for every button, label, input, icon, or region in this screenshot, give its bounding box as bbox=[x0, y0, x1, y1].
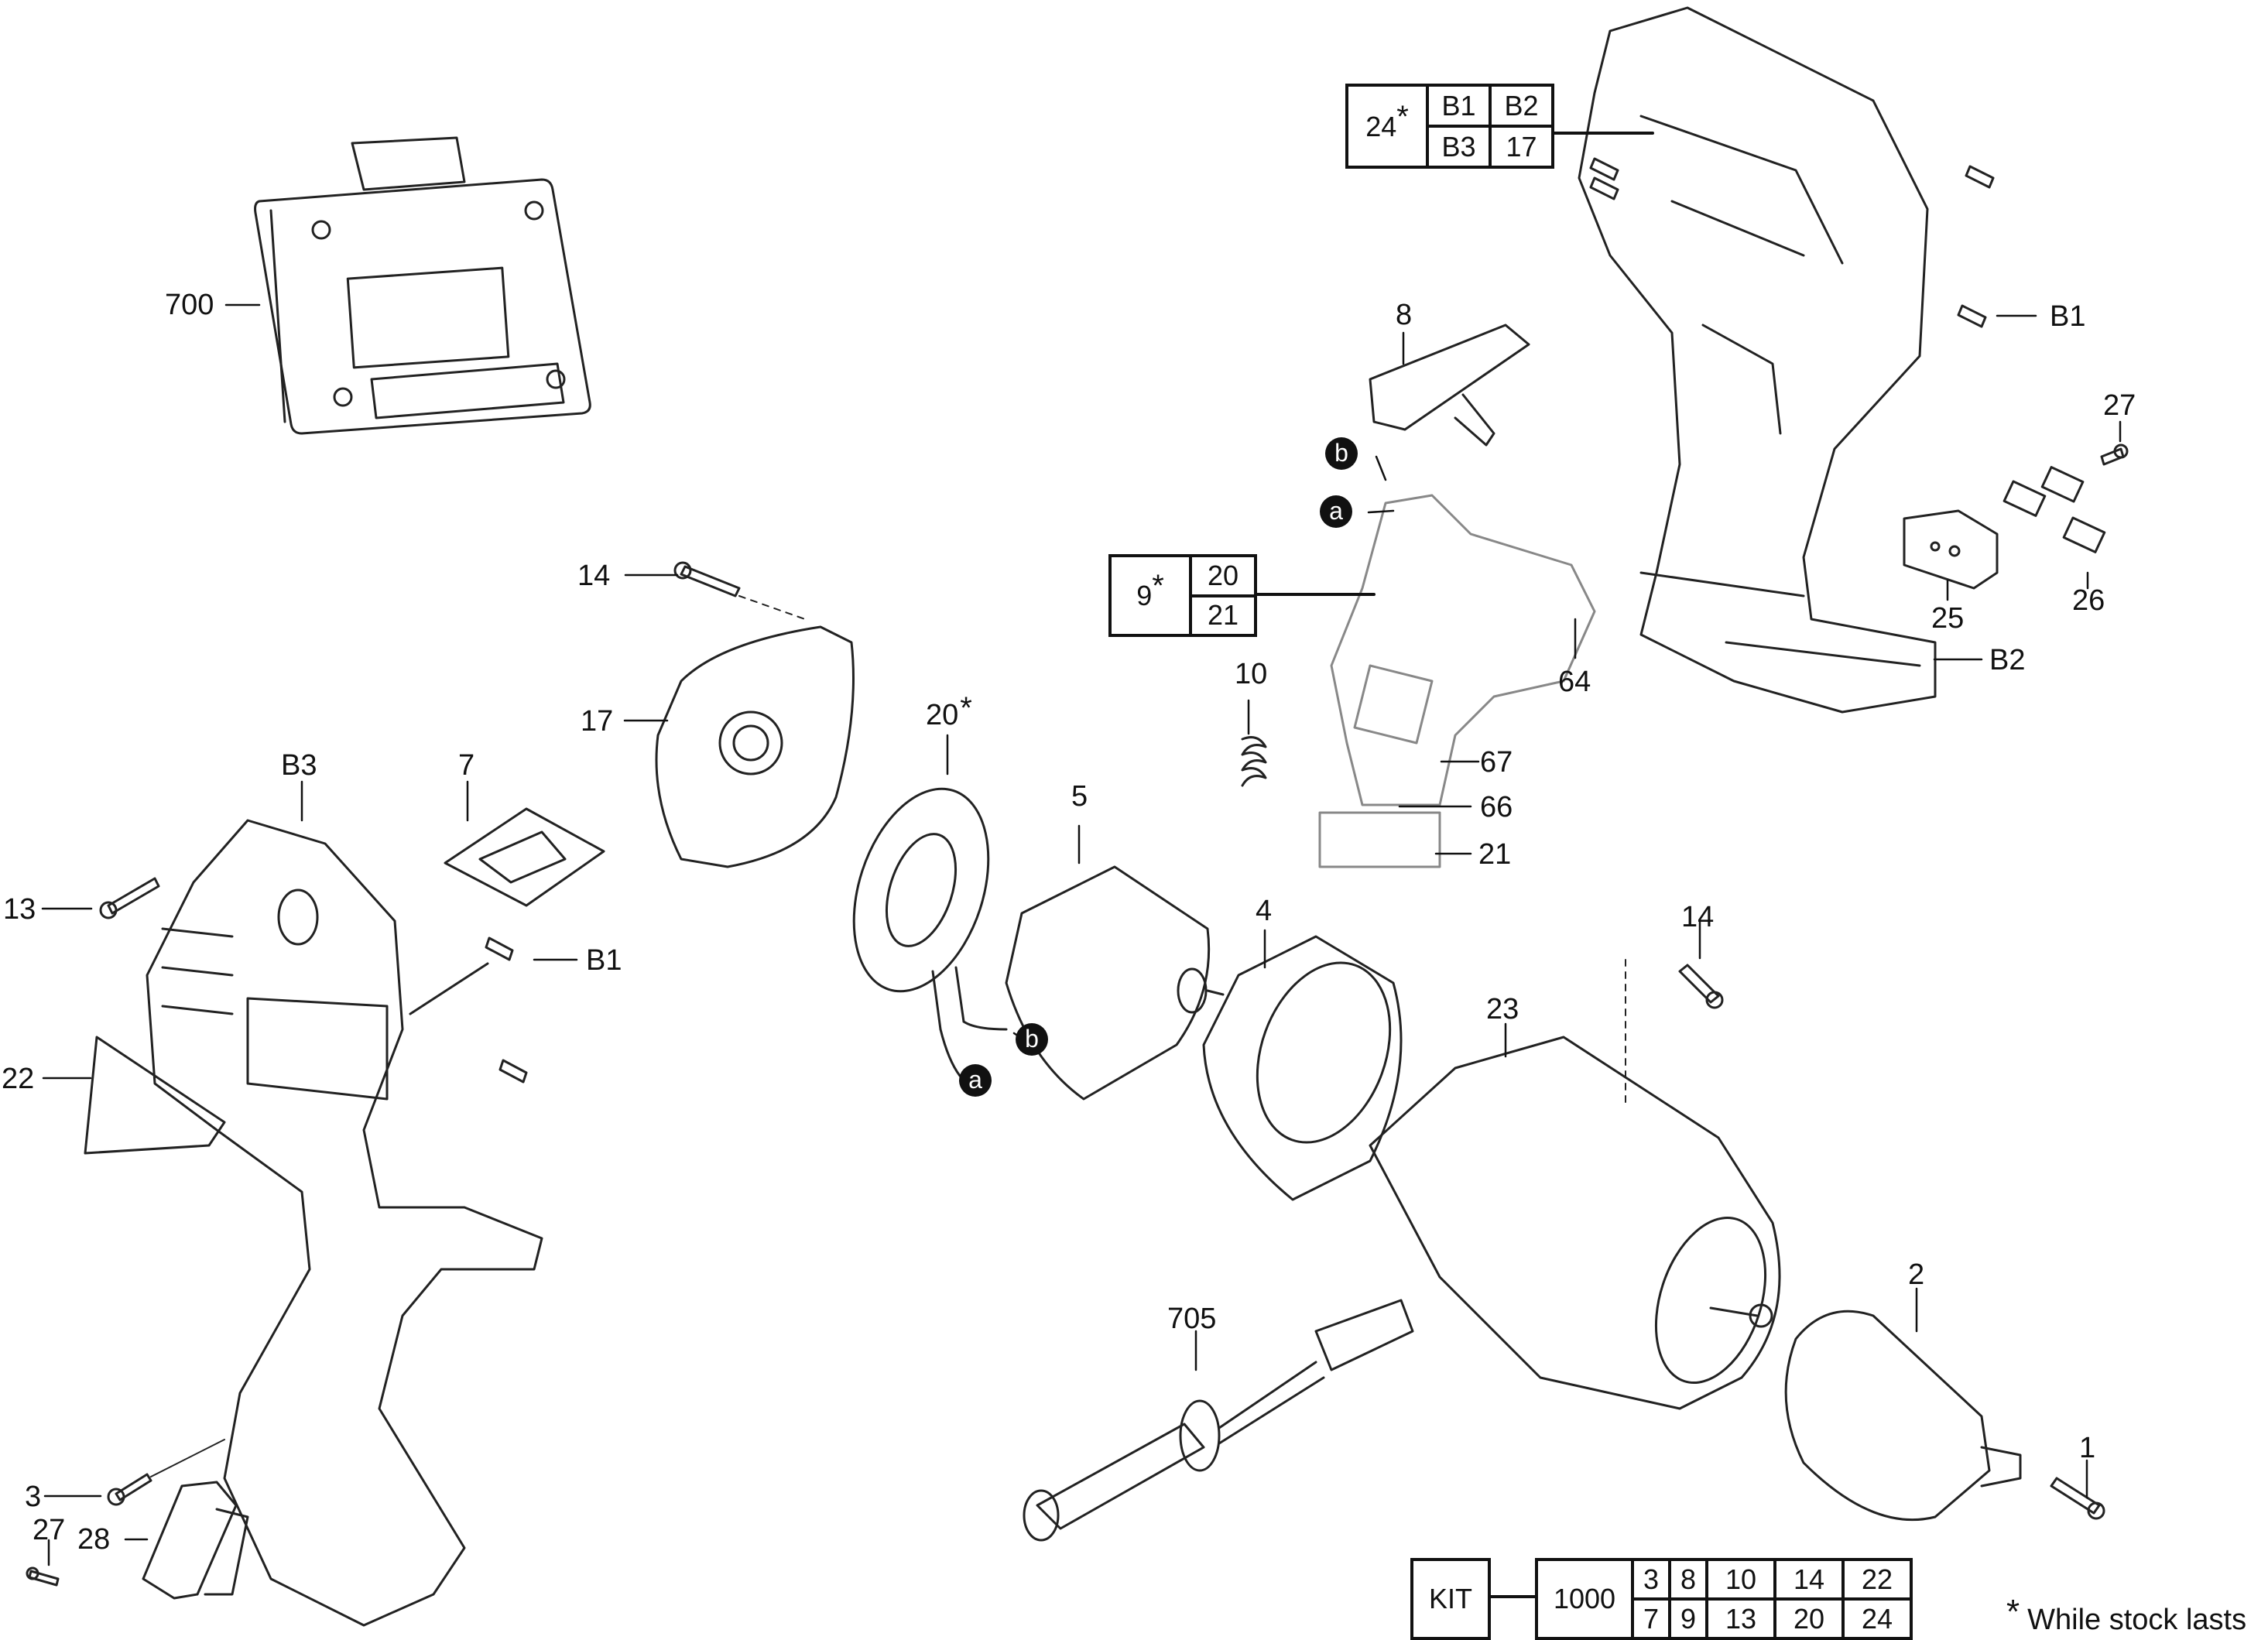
switch-assembly-drawing bbox=[1318, 494, 1596, 868]
callout-B2: B2 bbox=[1989, 644, 2026, 676]
marker-a-board: a bbox=[959, 1064, 992, 1097]
footnote-text: While stock lasts bbox=[2027, 1604, 2247, 1636]
callout-4: 4 bbox=[1256, 895, 1273, 927]
group-24-cell: 17 bbox=[1489, 125, 1554, 169]
callout-67: 67 bbox=[1480, 746, 1513, 779]
asterisk-icon: * bbox=[960, 691, 972, 725]
trigger-drawing bbox=[1369, 324, 1530, 447]
kit-contents-table: 1000 3 8 10 14 22 7 9 13 20 24 bbox=[1535, 1558, 1913, 1640]
screw-lower-drawing bbox=[1625, 959, 1724, 1108]
callout-7: 7 bbox=[458, 749, 475, 782]
group-9-main: 9* bbox=[1108, 554, 1192, 637]
marker-b-switch: b bbox=[1325, 437, 1358, 470]
group-24-cell: B3 bbox=[1426, 125, 1492, 169]
housing-left-drawing bbox=[146, 819, 543, 1627]
callout-13: 13 bbox=[3, 893, 36, 926]
callout-22: 22 bbox=[2, 1063, 35, 1095]
group-9-cell: 21 bbox=[1189, 594, 1257, 637]
leader-lines bbox=[41, 132, 2122, 1598]
callout-66: 66 bbox=[1480, 791, 1513, 823]
end-plate-drawing bbox=[655, 625, 855, 868]
label-sheet-drawing bbox=[84, 1036, 226, 1155]
screw-3-drawing bbox=[107, 1439, 225, 1506]
callout-27-right: 27 bbox=[2103, 389, 2136, 422]
kit-item: 8 bbox=[1668, 1558, 1708, 1601]
callout-700: 700 bbox=[165, 289, 214, 321]
motor-sleeve-drawing bbox=[1202, 935, 1403, 1201]
gearbox-drawing bbox=[1369, 1036, 1781, 1410]
spring-drawing bbox=[1241, 736, 1267, 787]
kit-item: 9 bbox=[1668, 1597, 1708, 1640]
marker-a-switch: a bbox=[1320, 495, 1352, 528]
kit-label: KIT bbox=[1410, 1558, 1491, 1640]
callout-64: 64 bbox=[1558, 666, 1591, 698]
carry-case-drawing bbox=[254, 136, 591, 435]
callout-8: 8 bbox=[1396, 299, 1413, 331]
callout-27-left: 27 bbox=[33, 1514, 66, 1546]
callout-705: 705 bbox=[1167, 1303, 1217, 1335]
screw-13-drawing bbox=[99, 877, 160, 919]
callout-14-lower: 14 bbox=[1681, 901, 1715, 933]
kit-item: 10 bbox=[1705, 1558, 1776, 1601]
kit-item: 22 bbox=[1841, 1558, 1913, 1601]
callout-17: 17 bbox=[581, 705, 614, 738]
callout-3: 3 bbox=[25, 1481, 42, 1513]
kit-item: 14 bbox=[1773, 1558, 1845, 1601]
callout-1: 1 bbox=[2079, 1432, 2096, 1464]
kit-item: 20 bbox=[1773, 1597, 1845, 1640]
callout-25: 25 bbox=[1931, 602, 1965, 635]
footnote: *While stock lasts bbox=[2006, 1593, 2247, 1638]
screw-upper-drawing bbox=[673, 561, 806, 620]
group-24-cell: B1 bbox=[1426, 84, 1492, 128]
callout-B1-left: B1 bbox=[586, 944, 622, 977]
selector-drawing bbox=[444, 807, 605, 907]
motor-drawing bbox=[1005, 865, 1225, 1101]
electronic-board-drawing bbox=[852, 787, 1008, 1077]
screw-27-left-drawing bbox=[26, 1566, 60, 1587]
callout-10: 10 bbox=[1235, 658, 1268, 690]
callout-20: 20* bbox=[926, 691, 972, 731]
kit-item: 13 bbox=[1705, 1597, 1776, 1640]
side-handle-drawing bbox=[1023, 1299, 1414, 1542]
callout-5: 5 bbox=[1071, 780, 1088, 813]
group-24-cell: B2 bbox=[1489, 84, 1554, 128]
group-9-box: 9* 20 21 bbox=[1108, 554, 1257, 637]
callout-B3: B3 bbox=[281, 749, 317, 782]
callout-28: 28 bbox=[77, 1523, 111, 1556]
pin-b1-left-drawing bbox=[409, 936, 528, 1084]
chuck-drawing bbox=[1784, 1310, 2022, 1522]
callout-26: 26 bbox=[2072, 584, 2105, 617]
contact-clips-drawing bbox=[2002, 466, 2106, 553]
bit-holder-drawing bbox=[1903, 509, 1999, 590]
asterisk-icon: * bbox=[2006, 1593, 2020, 1631]
kit-label-box: KIT bbox=[1410, 1558, 1491, 1640]
callout-23: 23 bbox=[1486, 993, 1519, 1025]
asterisk-icon: * bbox=[1152, 569, 1164, 603]
screw-27-right-drawing bbox=[2100, 443, 2129, 466]
group-24-box: 24* B1 B2 B3 17 bbox=[1345, 84, 1554, 169]
kit-item: 24 bbox=[1841, 1597, 1913, 1640]
kit-item: 7 bbox=[1631, 1597, 1671, 1640]
group-24-main: 24* bbox=[1345, 84, 1429, 169]
housing-right-drawing bbox=[1578, 6, 1937, 714]
asterisk-icon: * bbox=[1396, 99, 1409, 134]
belt-clip-drawing bbox=[142, 1481, 249, 1600]
group-9-cell: 20 bbox=[1189, 554, 1257, 597]
kit-item: 3 bbox=[1631, 1558, 1671, 1601]
pin-b1-right-drawing bbox=[1589, 157, 1995, 328]
callout-21: 21 bbox=[1478, 838, 1512, 871]
callout-14-upper: 14 bbox=[577, 560, 611, 592]
marker-b-board: b bbox=[1016, 1023, 1048, 1056]
kit-number: 1000 bbox=[1535, 1558, 1634, 1640]
callout-B1-right: B1 bbox=[2050, 300, 2086, 333]
chuck-screw-drawing bbox=[2050, 1477, 2105, 1520]
callout-2: 2 bbox=[1908, 1258, 1925, 1291]
